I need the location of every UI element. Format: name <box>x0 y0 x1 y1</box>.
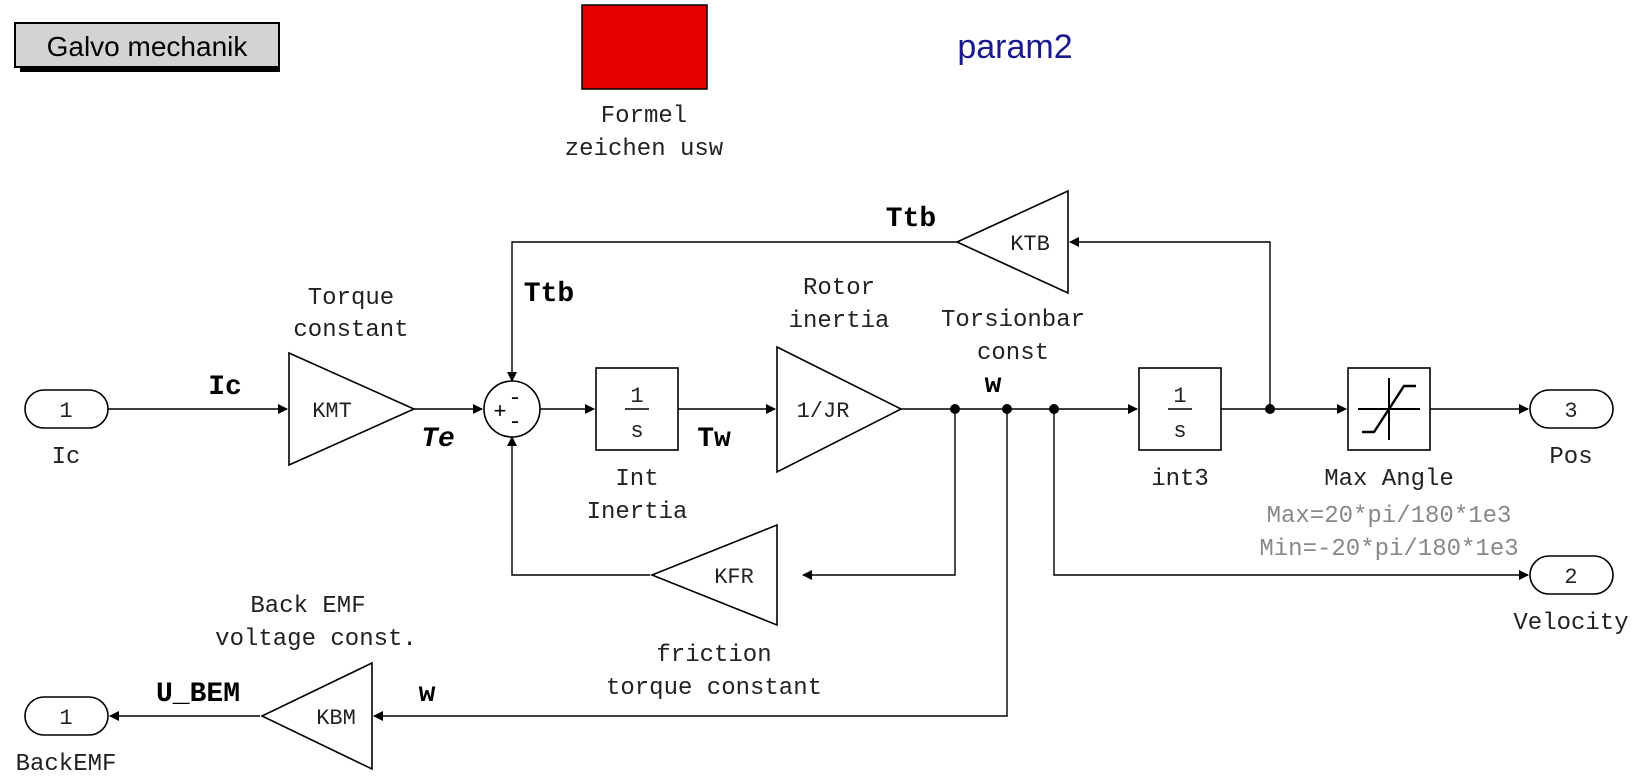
gain-kbm-value: KBM <box>316 706 356 731</box>
integrator-int-inertia[interactable]: 1 s <box>595 367 679 451</box>
sum-sign-minus-top: - <box>508 386 521 411</box>
inport-ic-label: Ic <box>52 444 81 471</box>
outport-pos-number: 3 <box>1564 399 1577 424</box>
sum-sign-minus-bottom: - <box>508 410 521 435</box>
outport-velocity-label: Velocity <box>1513 610 1628 637</box>
integrator-int3-num: 1 <box>1173 384 1186 409</box>
signal-label-ttb-side: Ttb <box>524 279 574 310</box>
saturation-caption: Max Angle <box>1324 466 1454 493</box>
annotation-block-label-line1: Formel <box>601 103 687 130</box>
saturation-icon <box>1358 378 1420 440</box>
signal-label-u-bem: U_BEM <box>156 679 240 710</box>
sum-block[interactable]: + - - <box>483 380 541 438</box>
outport-pos-label: Pos <box>1549 444 1592 471</box>
outport-backemf-number: 1 <box>59 706 72 731</box>
gain-kmt[interactable]: KMT <box>288 351 416 467</box>
gain-jr-caption-line2: inertia <box>789 308 890 335</box>
inport-ic-number: 1 <box>59 399 72 424</box>
signal-label-w-low: w <box>419 679 436 710</box>
signal-labels: Ic Te Ttb Ttb Tw w U_BEM w <box>156 204 1002 710</box>
gain-ktb-value: KTB <box>1010 232 1050 257</box>
branch-points <box>950 404 1275 414</box>
galvo-mechanik-button[interactable]: Galvo mechanik <box>14 22 280 72</box>
gain-kfr-value: KFR <box>714 565 754 590</box>
outport-velocity[interactable]: 2 <box>1529 555 1614 595</box>
integrator-int-inertia-caption-line1: Int <box>615 466 658 493</box>
annotation-block[interactable] <box>581 4 708 90</box>
integrator-int3-den: s <box>1173 419 1186 444</box>
gain-kmt-value: KMT <box>312 399 352 424</box>
gain-kbm[interactable]: KBM <box>260 661 373 771</box>
integrator-int3-caption: int3 <box>1151 466 1209 493</box>
outport-velocity-number: 2 <box>1564 565 1577 590</box>
title-button-label: Galvo mechanik <box>47 31 249 62</box>
saturation-param-min: Min=-20*pi/180*1e3 <box>1259 536 1518 563</box>
outport-pos[interactable]: 3 <box>1529 389 1614 429</box>
gain-kmt-caption-line2: constant <box>293 317 408 344</box>
sum-sign-plus: + <box>493 400 506 425</box>
gain-kfr-caption-line2: torque constant <box>606 675 822 702</box>
signal-label-w-main: w <box>985 370 1002 401</box>
gain-ktb[interactable]: KTB <box>955 189 1069 295</box>
gain-jr-caption-line1: Rotor <box>803 275 875 302</box>
gain-kfr[interactable]: KFR <box>649 523 778 627</box>
inport-ic[interactable]: 1 <box>24 389 109 429</box>
signal-label-ttb-top: Ttb <box>886 204 936 235</box>
integrator-int-inertia-den: s <box>630 419 643 444</box>
signal-label-te: Te <box>421 424 455 455</box>
outport-backemf[interactable]: 1 <box>24 696 109 736</box>
signal-wires <box>108 237 1529 721</box>
outport-backemf-label: BackEMF <box>16 751 117 778</box>
gain-kfr-caption-line1: friction <box>656 642 771 669</box>
saturation-param-max: Max=20*pi/180*1e3 <box>1267 503 1512 530</box>
gain-kmt-caption-line1: Torque <box>308 285 394 312</box>
gain-ktb-caption-line1: Torsionbar <box>941 307 1085 334</box>
annotation-block-label-line2: zeichen usw <box>565 136 724 163</box>
gain-kbm-caption-line1: Back EMF <box>250 593 365 620</box>
integrator-int3[interactable]: 1 s <box>1138 367 1222 451</box>
integrator-int-inertia-num: 1 <box>630 384 643 409</box>
signal-label-ic: Ic <box>208 372 242 403</box>
integrator-int-inertia-caption-line2: Inertia <box>587 499 688 526</box>
signal-label-tw: Tw <box>697 424 731 455</box>
saturation-block[interactable] <box>1347 367 1431 451</box>
gain-ktb-caption-line2: const <box>977 340 1049 367</box>
gain-jr-value: 1/JR <box>797 399 850 424</box>
gain-jr[interactable]: 1/JR <box>776 345 903 474</box>
gain-kbm-caption-line2: voltage const. <box>215 626 417 653</box>
param2-label[interactable]: param2 <box>957 28 1072 66</box>
